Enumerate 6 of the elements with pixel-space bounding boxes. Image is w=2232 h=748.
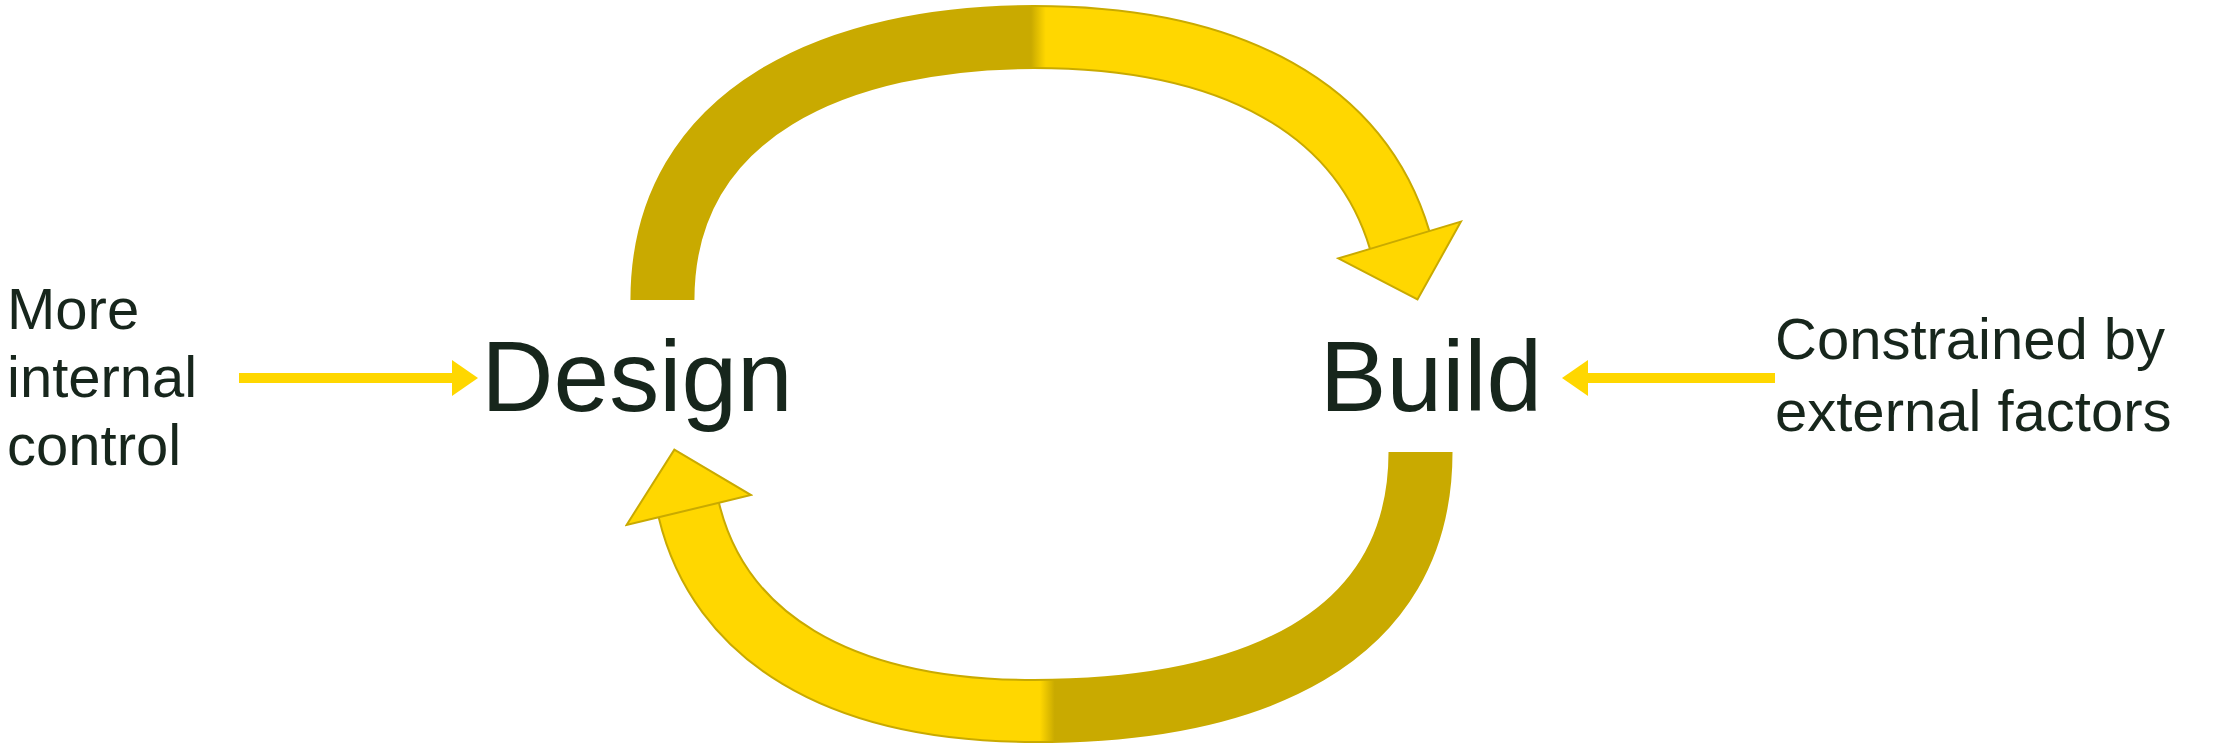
note-text: Constrained by external factors <box>1775 305 2173 445</box>
stage-label: Build <box>1319 320 1543 432</box>
stage-label: Design <box>481 320 793 432</box>
arrow <box>1562 360 1775 396</box>
note-text: More internal control <box>7 275 199 479</box>
arrow <box>239 360 478 396</box>
